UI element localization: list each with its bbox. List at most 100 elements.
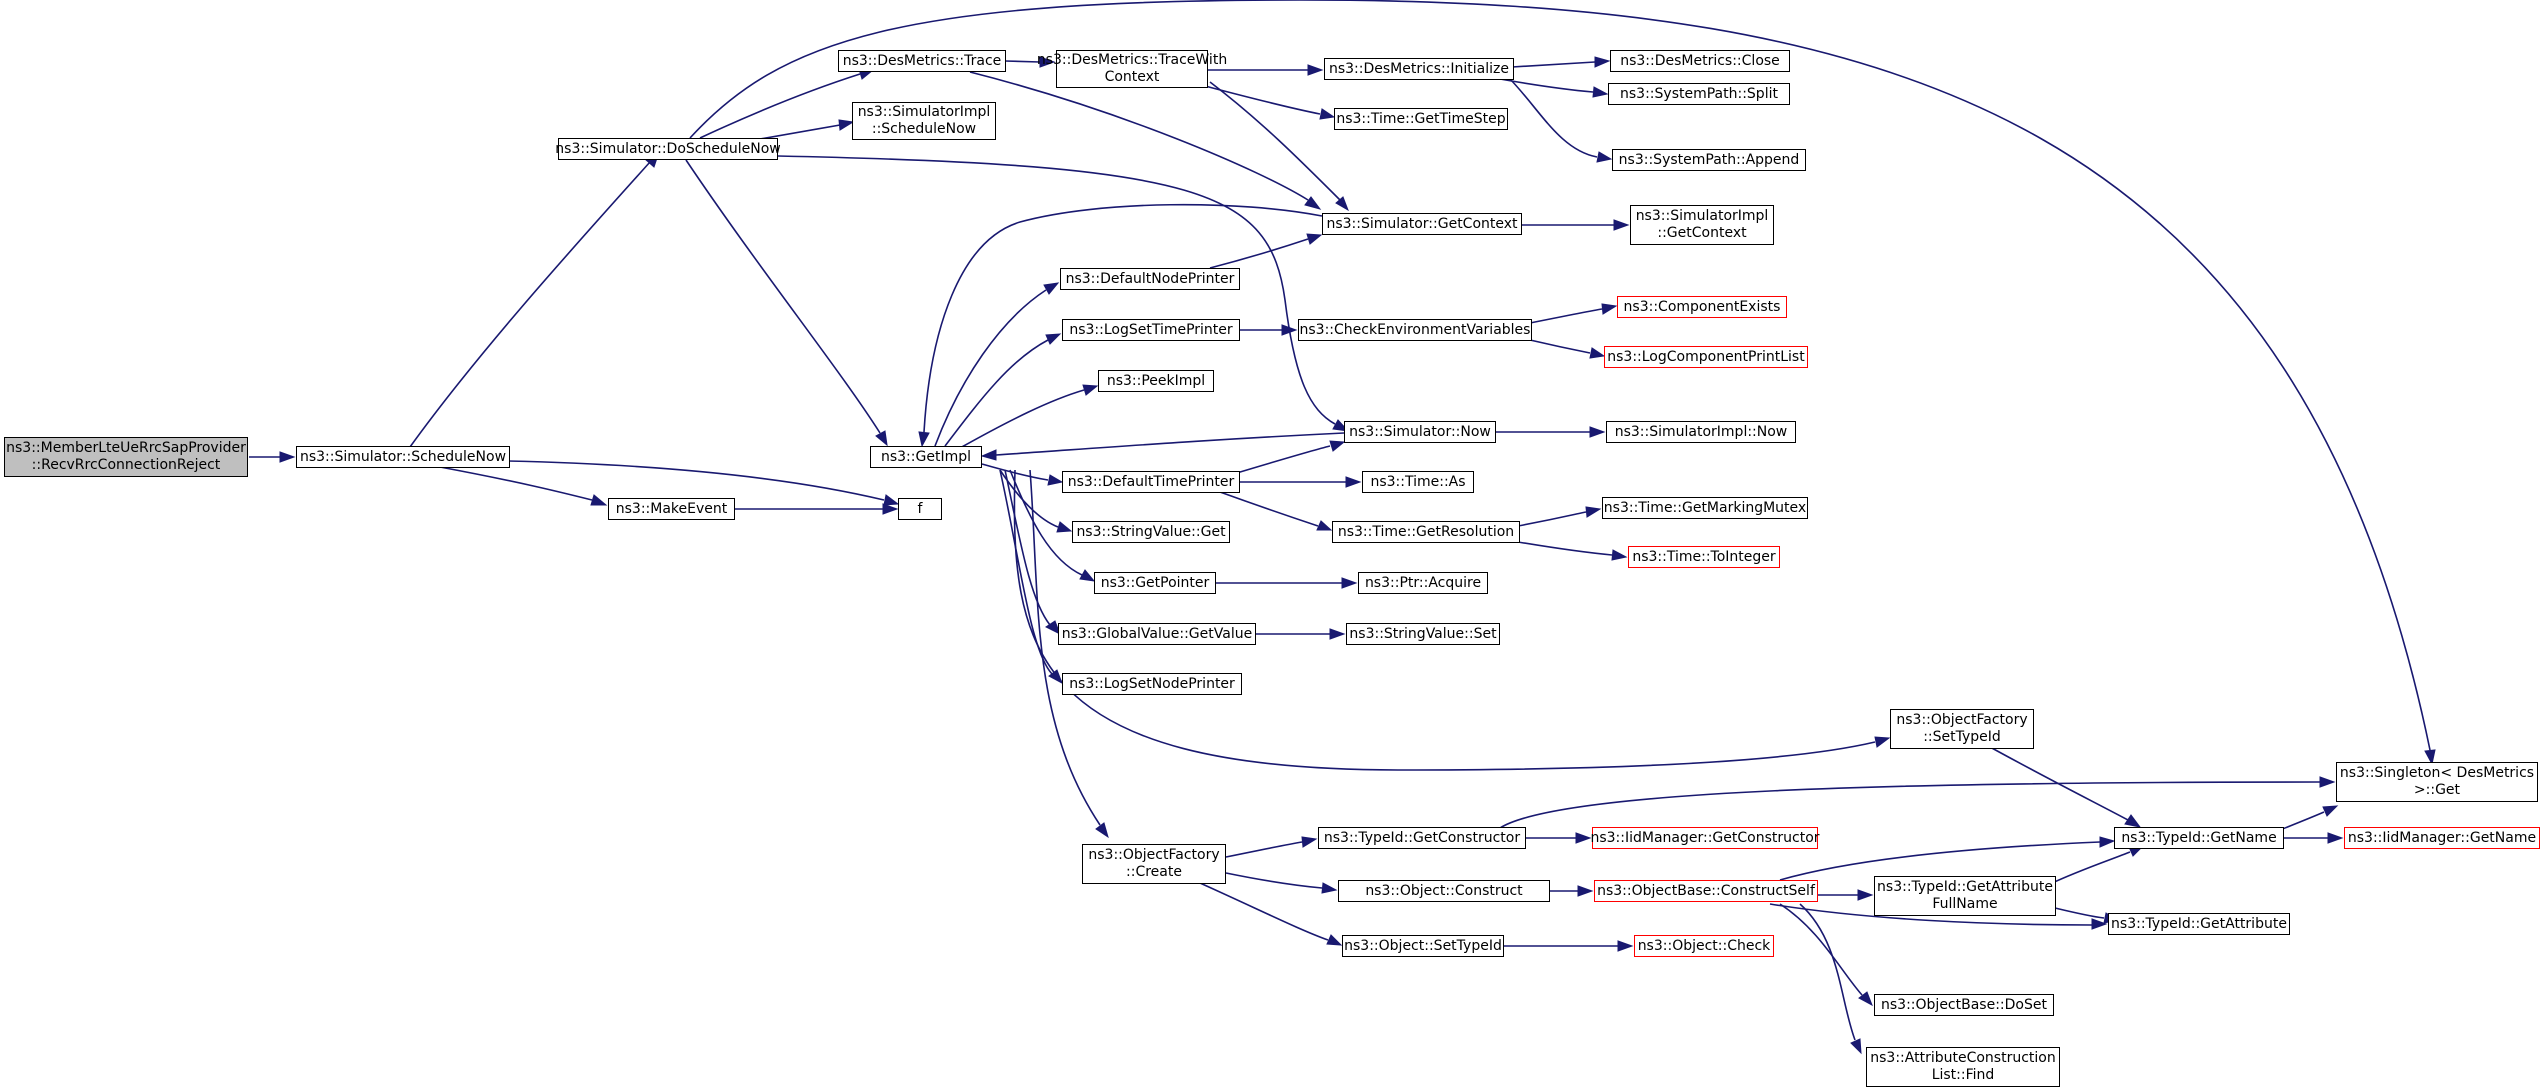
function-node-peekimpl[interactable]: ns3::PeekImpl bbox=[1098, 370, 1214, 392]
function-node-simulatorimpl-getcontext[interactable]: ns3::SimulatorImpl ::GetContext bbox=[1630, 205, 1774, 245]
arrowhead bbox=[1589, 347, 1606, 359]
function-node-singleton-desmetrics-get[interactable]: ns3::Singleton< DesMetrics >::Get bbox=[2336, 762, 2538, 802]
arrowhead bbox=[1601, 303, 1618, 315]
function-node-stringvalue-set[interactable]: ns3::StringValue::Set bbox=[1346, 623, 1500, 645]
arrowhead bbox=[1345, 476, 1362, 488]
arrowhead bbox=[1319, 108, 1336, 120]
arrowhead bbox=[838, 119, 855, 131]
function-node-simulatorimpl-schedulenow[interactable]: ns3::SimulatorImpl ::ScheduleNow bbox=[852, 102, 996, 140]
function-node-attributeconstructionlist-find[interactable]: ns3::AttributeConstruction List::Find bbox=[1866, 1047, 2060, 1087]
edge-checkenv-compexists bbox=[1529, 308, 1603, 324]
edge-getname-singleton bbox=[2279, 811, 2325, 831]
function-node-time-getresolution[interactable]: ns3::Time::GetResolution bbox=[1332, 521, 1520, 543]
arrowhead bbox=[1045, 333, 1062, 345]
arrowhead bbox=[2424, 749, 2436, 766]
arrowhead bbox=[1617, 940, 1634, 952]
function-node-f[interactable]: f bbox=[898, 498, 942, 520]
function-node-object-check[interactable]: ns3::Object::Check bbox=[1634, 935, 1774, 957]
function-node-makeevent[interactable]: ns3::MakeEvent bbox=[608, 498, 735, 520]
function-node-objectfactory-create[interactable]: ns3::ObjectFactory ::Create bbox=[1082, 844, 1226, 884]
edge-constructself-doset bbox=[1779, 903, 1863, 996]
arrowhead bbox=[1281, 324, 1298, 336]
arrowhead bbox=[882, 503, 899, 515]
arrowhead bbox=[1321, 882, 1338, 894]
arrowhead bbox=[1304, 196, 1322, 210]
edge-constructself-acfind bbox=[1799, 903, 1856, 1041]
edge-getattrfull-getname bbox=[2049, 851, 2131, 885]
function-node-checkenvironmentvariables[interactable]: ns3::CheckEnvironmentVariables bbox=[1298, 319, 1532, 341]
edge-getimpl-logsetnode bbox=[999, 469, 1053, 675]
function-node-typeid-getname[interactable]: ns3::TypeId::GetName bbox=[2114, 827, 2284, 849]
edge-getimpl-strget bbox=[999, 469, 1059, 528]
edge-getimpl-settypeid bbox=[1013, 469, 1876, 771]
function-node-typeid-getconstructor[interactable]: ns3::TypeId::GetConstructor bbox=[1318, 827, 1526, 849]
function-node-objectfactory-settypeid[interactable]: ns3::ObjectFactory ::SetTypeId bbox=[1890, 709, 2034, 749]
function-node-stringvalue-get[interactable]: ns3::StringValue::Get bbox=[1072, 521, 1230, 543]
function-node-simulator-doschedulenow[interactable]: ns3::Simulator::DoScheduleNow bbox=[555, 138, 781, 160]
function-node-componentexists[interactable]: ns3::ComponentExists bbox=[1617, 296, 1787, 318]
function-node-typeid-getattributefullname[interactable]: ns3::TypeId::GetAttribute FullName bbox=[1874, 876, 2056, 916]
function-node-simulator-now[interactable]: ns3::Simulator::Now bbox=[1344, 421, 1496, 443]
edge-tracewith-getcontext bbox=[1209, 81, 1341, 201]
arrowhead bbox=[918, 431, 930, 448]
arrowhead bbox=[1613, 219, 1630, 231]
edge-trace-tracewith bbox=[1004, 60, 1041, 63]
arrowhead bbox=[1594, 56, 1611, 68]
arrowhead bbox=[279, 451, 296, 463]
function-node-time-gettimestep[interactable]: ns3::Time::GetTimeStep bbox=[1334, 108, 1508, 130]
arrowhead bbox=[1858, 991, 1873, 1007]
function-node-iidmanager-getname[interactable]: ns3::IidManager::GetName bbox=[2344, 827, 2540, 849]
function-node-iidmanager-getconstructor[interactable]: ns3::IidManager::GetConstructor bbox=[1590, 827, 1820, 849]
function-node-desmetrics-close[interactable]: ns3::DesMetrics::Close bbox=[1610, 50, 1790, 72]
function-node-time-as[interactable]: ns3::Time::As bbox=[1362, 471, 1474, 493]
function-node-desmetrics-initialize[interactable]: ns3::DesMetrics::Initialize bbox=[1324, 58, 1514, 80]
arrowhead bbox=[1850, 1038, 1862, 1055]
function-node-logcomponentprintlist[interactable]: ns3::LogComponentPrintList bbox=[1604, 346, 1808, 368]
function-node-systempath-split[interactable]: ns3::SystemPath::Split bbox=[1608, 83, 1790, 105]
edge-initialize-append bbox=[1509, 78, 1598, 158]
function-node-object-construct[interactable]: ns3::Object::Construct bbox=[1338, 880, 1550, 902]
edge-initialize-close bbox=[1511, 61, 1596, 68]
function-node-getpointer[interactable]: ns3::GetPointer bbox=[1094, 572, 1216, 594]
function-node-simulatorimpl-now[interactable]: ns3::SimulatorImpl::Now bbox=[1606, 421, 1796, 443]
arrowhead bbox=[1079, 569, 1096, 582]
function-node-objectbase-constructself[interactable]: ns3::ObjectBase::ConstructSelf bbox=[1594, 880, 1818, 902]
function-node-desmetrics-tracewithcontext[interactable]: ns3::DesMetrics::TraceWith Context bbox=[1037, 50, 1227, 88]
arrowhead bbox=[1316, 520, 1333, 531]
function-node-logsettimeprinter[interactable]: ns3::LogSetTimePrinter bbox=[1062, 319, 1240, 341]
edge-getimpl-globalget bbox=[1004, 469, 1051, 626]
function-node-simulator-getcontext[interactable]: ns3::Simulator::GetContext bbox=[1322, 213, 1522, 235]
edge-trace-getcontext bbox=[969, 71, 1309, 201]
function-node-object-settypeid[interactable]: ns3::Object::SetTypeId bbox=[1342, 935, 1504, 957]
edge-getimpl-create bbox=[1029, 469, 1101, 826]
arrowhead bbox=[1335, 196, 1349, 212]
function-node-logsetnodeprinter[interactable]: ns3::LogSetNodePrinter bbox=[1062, 673, 1242, 695]
edge-create-construct bbox=[1225, 872, 1323, 889]
function-node-systempath-append[interactable]: ns3::SystemPath::Append bbox=[1612, 149, 1806, 171]
function-node-typeid-getattribute[interactable]: ns3::TypeId::GetAttribute bbox=[2108, 913, 2290, 935]
function-node-getimpl[interactable]: ns3::GetImpl bbox=[870, 446, 982, 468]
function-node-time-tointeger[interactable]: ns3::Time::ToInteger bbox=[1628, 546, 1780, 568]
arrowhead bbox=[1043, 282, 1060, 295]
arrowhead bbox=[875, 430, 888, 447]
function-node-defaulttimeprinter[interactable]: ns3::DefaultTimePrinter bbox=[1062, 471, 1240, 493]
arrowhead bbox=[1047, 474, 1064, 486]
arrowhead bbox=[1592, 86, 1609, 98]
arrowhead bbox=[1307, 64, 1324, 76]
arrowhead bbox=[2322, 805, 2339, 817]
edge-getimpl-defnodeprinter bbox=[934, 289, 1047, 447]
edge-getattrfull-getattr bbox=[2054, 907, 2105, 919]
edge-getctor-singleton bbox=[1499, 781, 2321, 829]
function-node-defaultnodeprinter[interactable]: ns3::DefaultNodePrinter bbox=[1060, 268, 1240, 290]
function-node-time-getmarkingmutex[interactable]: ns3::Time::GetMarkingMutex bbox=[1602, 497, 1808, 519]
function-node-desmetrics-trace[interactable]: ns3::DesMetrics::Trace bbox=[838, 50, 1006, 72]
function-node-ptr-acquire[interactable]: ns3::Ptr::Acquire bbox=[1358, 572, 1488, 594]
function-node-objectbase-doset[interactable]: ns3::ObjectBase::DoSet bbox=[1874, 994, 2054, 1016]
function-node-simulator-schedulenow[interactable]: ns3::Simulator::ScheduleNow bbox=[296, 446, 510, 468]
arrowhead bbox=[2319, 776, 2336, 788]
edge-schedulenow-doschedulenow bbox=[409, 161, 651, 448]
edge-getimpl-logsettime bbox=[944, 339, 1049, 447]
arrowhead bbox=[2099, 836, 2116, 848]
function-node-globalvalue-getvalue[interactable]: ns3::GlobalValue::GetValue bbox=[1058, 623, 1256, 645]
